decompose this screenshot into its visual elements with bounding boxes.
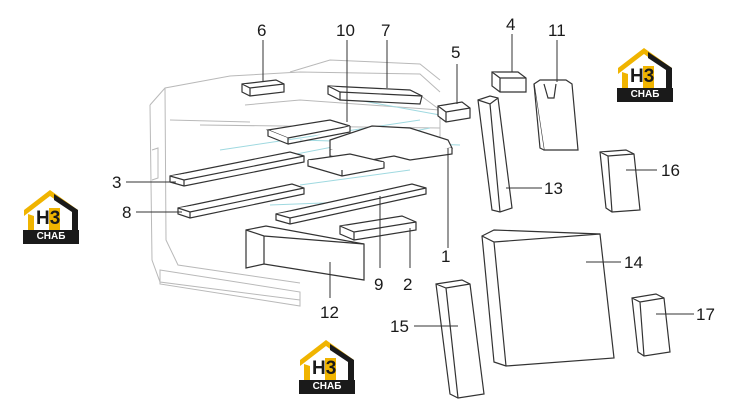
part-3 <box>169 151 305 187</box>
callout-13: 13 <box>544 179 563 198</box>
callouts: 1 2 3 4 5 6 7 8 9 10 11 12 13 14 15 16 1… <box>112 15 715 336</box>
part-11 <box>533 79 579 151</box>
watermark-logo-left: H3 СНАБ <box>20 186 82 246</box>
part-8 <box>177 183 305 219</box>
callout-17: 17 <box>696 305 715 324</box>
callout-11: 11 <box>548 21 566 40</box>
callout-2: 2 <box>403 275 412 294</box>
part-14 <box>481 229 615 367</box>
callout-4: 4 <box>506 15 515 34</box>
part-15 <box>435 279 485 399</box>
callout-10: 10 <box>336 21 355 40</box>
callout-3: 3 <box>112 173 121 192</box>
part-12 <box>245 225 365 281</box>
logo-subtext: СНАБ <box>299 380 355 394</box>
house-roof-icon <box>24 190 78 232</box>
callout-12: 12 <box>320 303 339 322</box>
leader-lines <box>126 34 694 327</box>
callout-5: 5 <box>451 43 460 62</box>
part-2 <box>339 215 417 241</box>
watermark-logo-bottom: H3 СНАБ <box>296 336 358 396</box>
part-9 <box>275 183 427 225</box>
logo-subtext: СНАБ <box>617 88 673 102</box>
part-10 <box>265 119 351 145</box>
part-4 <box>491 71 527 93</box>
logo-h: H <box>630 66 644 87</box>
callout-9: 9 <box>374 275 383 294</box>
callout-8: 8 <box>122 203 131 222</box>
logo-h: H <box>312 358 326 379</box>
logo-3: 3 <box>642 66 655 88</box>
logo-subtext: СНАБ <box>23 230 79 244</box>
part-7 <box>327 85 423 105</box>
logo-3: 3 <box>48 208 61 230</box>
logo-h: H <box>36 208 50 229</box>
part-6 <box>241 79 285 97</box>
callout-6: 6 <box>257 21 266 40</box>
callout-1: 1 <box>441 247 450 266</box>
callout-15: 15 <box>390 317 409 336</box>
logo-3: 3 <box>324 358 337 380</box>
parts <box>169 71 671 399</box>
house-roof-icon <box>618 48 672 90</box>
callout-14: 14 <box>624 253 643 272</box>
part-16 <box>599 149 641 213</box>
part-13 <box>477 95 513 213</box>
callout-16: 16 <box>661 161 680 180</box>
part-17 <box>631 293 671 357</box>
part-10b <box>307 153 385 177</box>
watermark-logo-top-right: H3 СНАБ <box>614 44 676 104</box>
part-5 <box>437 101 471 123</box>
house-roof-icon <box>300 340 354 382</box>
callout-7: 7 <box>381 21 390 40</box>
